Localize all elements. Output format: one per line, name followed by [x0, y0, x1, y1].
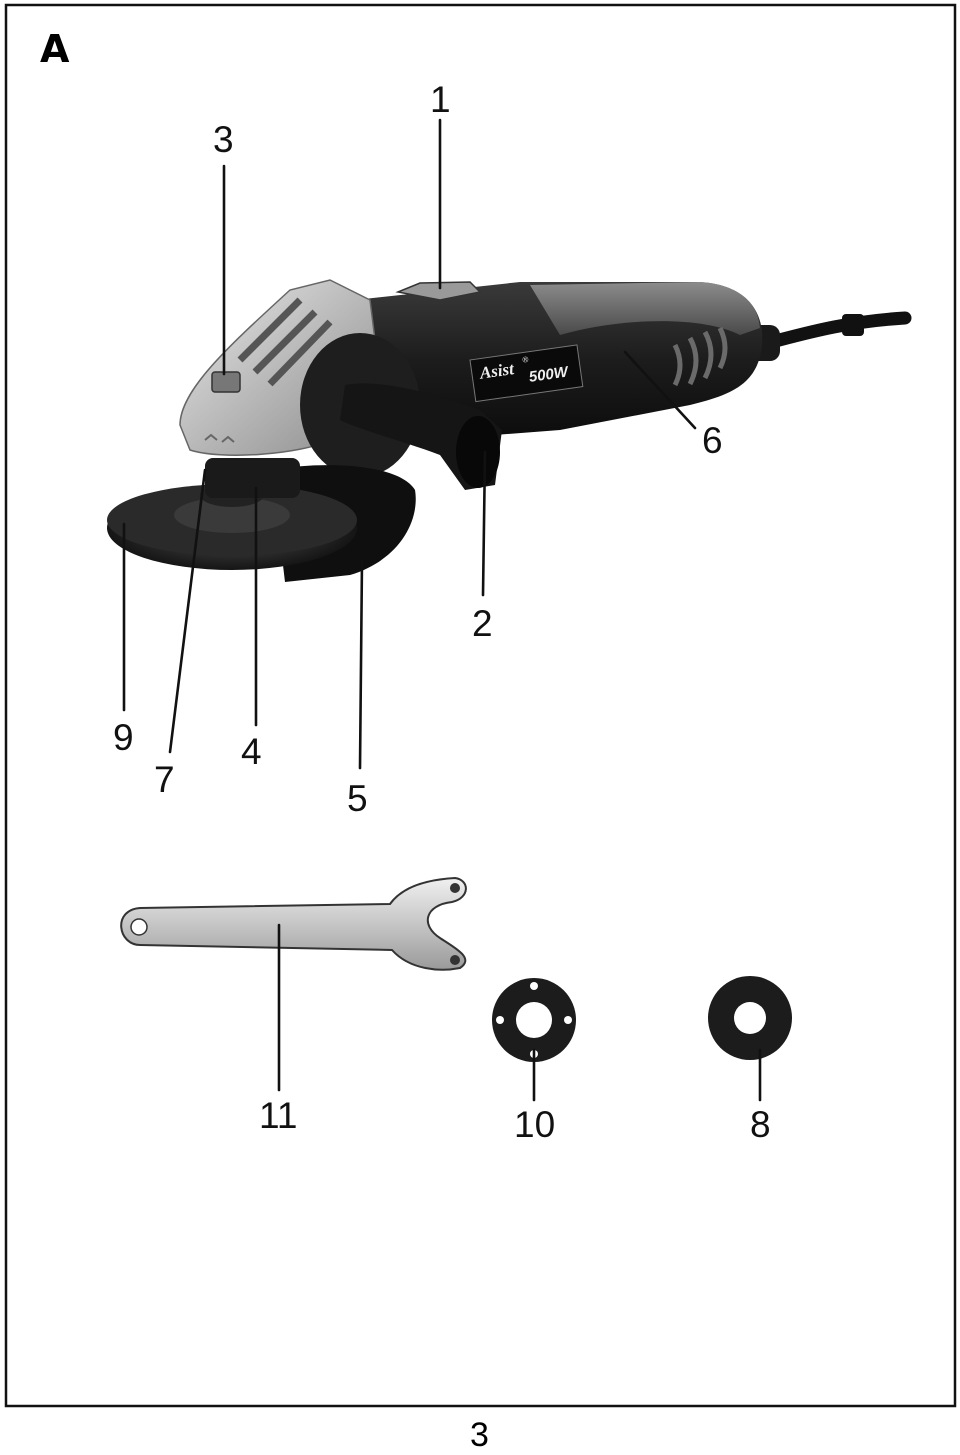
on-off-switch	[395, 281, 482, 301]
callout-4: 4	[241, 731, 262, 772]
callout-11: 11	[259, 1095, 297, 1136]
page-frame	[4, 3, 957, 1408]
callout-10: 10	[514, 1104, 555, 1145]
spindle-flange	[205, 458, 300, 498]
mounting-flange	[708, 976, 792, 1060]
figure-letter: A	[40, 27, 70, 71]
brand-name: Asist	[478, 359, 517, 383]
power-cord	[753, 311, 912, 352]
callout-5: 5	[347, 778, 368, 819]
callout-3: 3	[213, 119, 234, 160]
brand-registered-mark: ®	[522, 355, 529, 365]
clamping-nut	[492, 978, 576, 1062]
page-number: 3	[470, 1416, 489, 1454]
pin-wrench	[120, 876, 467, 971]
callout-1: 1	[430, 79, 451, 120]
callout-9: 9	[113, 717, 134, 758]
leader-lines	[122, 118, 762, 1102]
handle-grip	[530, 282, 760, 335]
air-vents	[672, 326, 728, 387]
callout-6: 6	[702, 420, 723, 461]
power-rating: 500W	[528, 363, 571, 386]
spindle-lock-button	[211, 371, 241, 393]
brand-label: Asist ® 500W	[469, 344, 584, 403]
callout-2: 2	[472, 603, 493, 644]
callout-7: 7	[154, 759, 175, 800]
callout-8: 8	[750, 1104, 771, 1145]
angle-grinder-illustration: Asist ® 500W	[107, 279, 912, 582]
